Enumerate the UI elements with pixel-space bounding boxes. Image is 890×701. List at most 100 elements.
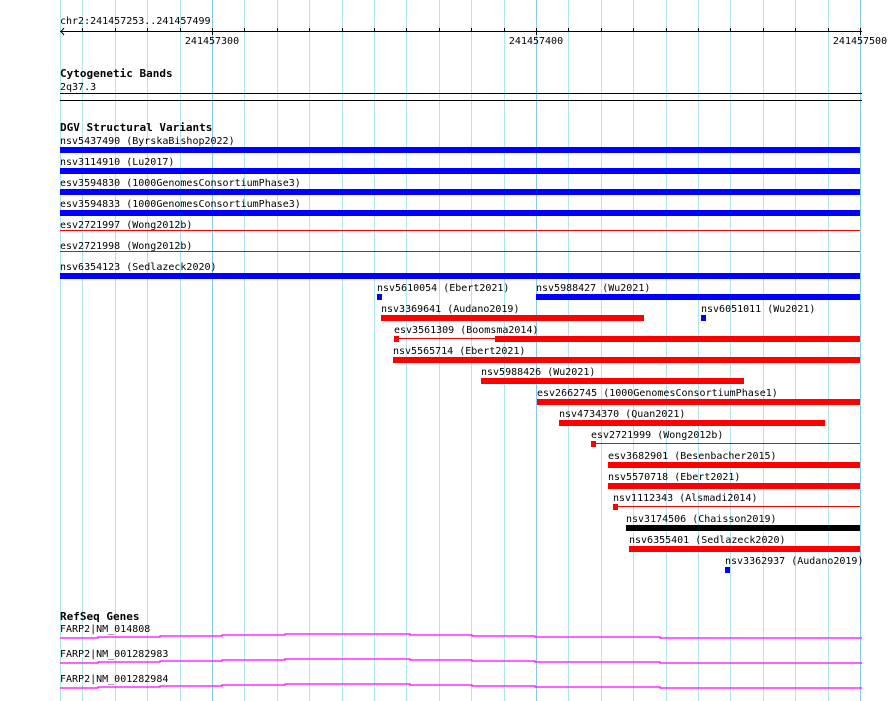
ruler-tick: [439, 28, 440, 32]
variant-bar[interactable]: [613, 504, 618, 510]
variant-label: nsv6354123 (Sedlazeck2020): [60, 262, 217, 273]
variant-bar[interactable]: [481, 378, 744, 384]
variant-connector[interactable]: [616, 506, 860, 507]
grid-line: [342, 0, 343, 701]
variant-label: nsv3369641 (Audano2019): [381, 304, 519, 315]
variant-feature[interactable]: esv3561309 (Boomsma2014): [394, 325, 860, 342]
ruler-tick: [374, 28, 375, 32]
grid-line: [633, 0, 634, 701]
variant-bar[interactable]: [608, 483, 860, 489]
grid-line: [730, 0, 731, 701]
variant-label: esv3594830 (1000GenomesConsortiumPhase3): [60, 178, 301, 189]
variant-feature[interactable]: esv2662745 (1000GenomesConsortiumPhase1): [537, 388, 860, 405]
variant-feature[interactable]: nsv5988426 (Wu2021): [481, 367, 744, 384]
variant-feature[interactable]: nsv3369641 (Audano2019): [381, 304, 644, 321]
variant-feature[interactable]: nsv6354123 (Sedlazeck2020): [60, 262, 860, 279]
variant-feature[interactable]: nsv5437490 (ByrskaBishop2022): [60, 136, 860, 153]
variant-feature[interactable]: esv2721998 (Wong2012b): [60, 241, 860, 252]
variant-label: esv2721999 (Wong2012b): [591, 430, 723, 441]
variant-label: esv3561309 (Boomsma2014): [394, 325, 539, 336]
ruler-tick: [504, 28, 505, 32]
variant-bar[interactable]: [495, 336, 860, 342]
variant-bar[interactable]: [381, 315, 644, 321]
variant-bar[interactable]: [60, 210, 860, 216]
variant-label: esv2721998 (Wong2012b): [60, 241, 192, 252]
ruler-tick: [601, 28, 602, 32]
grid-line: [60, 0, 61, 701]
variant-bar[interactable]: [725, 567, 730, 573]
variant-feature[interactable]: nsv3114910 (Lu2017): [60, 157, 860, 174]
variant-label: nsv3174506 (Chaisson2019): [626, 514, 777, 525]
grid-line: [277, 0, 278, 701]
cytogenetic-bands-track: Cytogenetic Bands 2q37.3: [60, 67, 862, 101]
grid-line: [406, 0, 407, 701]
left-arrow-icon[interactable]: [60, 27, 65, 36]
variant-feature[interactable]: nsv4734370 (Quan2021): [559, 409, 825, 426]
grid-line: [763, 0, 764, 701]
variant-connector[interactable]: [60, 230, 860, 231]
grid-line: [82, 0, 83, 701]
variant-connector[interactable]: [60, 251, 860, 252]
variant-connector[interactable]: [397, 338, 495, 339]
variant-feature[interactable]: esv3594833 (1000GenomesConsortiumPhase3): [60, 199, 860, 216]
variant-feature[interactable]: esv3682901 (Besenbacher2015): [608, 451, 860, 468]
variant-bar[interactable]: [608, 462, 860, 468]
variant-bar[interactable]: [377, 294, 382, 300]
ruler-tick-label: 241457300: [185, 36, 239, 47]
variant-feature[interactable]: nsv5988427 (Wu2021): [536, 283, 860, 300]
variant-bar[interactable]: [626, 525, 860, 531]
grid-line: [147, 0, 148, 701]
variant-connector[interactable]: [596, 443, 860, 444]
variant-label: nsv3114910 (Lu2017): [60, 157, 174, 168]
gene-model-line[interactable]: [60, 633, 862, 639]
gene-feature[interactable]: FARP2|NM_014808: [60, 624, 862, 639]
variant-bar[interactable]: [701, 315, 706, 321]
variant-feature[interactable]: nsv1112343 (Alsmadi2014): [613, 493, 860, 510]
variant-label: nsv1112343 (Alsmadi2014): [613, 493, 758, 504]
gene-label: FARP2|NM_001282984: [60, 674, 168, 685]
variant-feature[interactable]: esv2721999 (Wong2012b): [591, 430, 860, 447]
variant-feature[interactable]: nsv3174506 (Chaisson2019): [626, 514, 860, 531]
variant-bar[interactable]: [537, 399, 860, 405]
variant-feature[interactable]: nsv3362937 (Audano2019): [725, 556, 863, 573]
ruler-tick: [828, 28, 829, 32]
variant-feature[interactable]: nsv5570718 (Ebert2021): [608, 472, 860, 489]
variant-feature[interactable]: nsv6355401 (Sedlazeck2020): [629, 535, 860, 552]
ruler-tick: [698, 28, 699, 32]
variant-label: nsv6355401 (Sedlazeck2020): [629, 535, 786, 546]
cytoband-label[interactable]: 2q37.3: [60, 82, 96, 93]
variant-bar[interactable]: [394, 336, 399, 342]
variant-feature[interactable]: nsv6051011 (Wu2021): [701, 304, 815, 321]
variant-bar[interactable]: [60, 273, 860, 279]
variant-bar[interactable]: [60, 147, 860, 153]
variant-bar[interactable]: [591, 441, 596, 447]
ruler-tick: [568, 28, 569, 32]
major-grid-line: [212, 0, 213, 701]
gene-model-line[interactable]: [60, 683, 862, 689]
variant-label: nsv4734370 (Quan2021): [559, 409, 685, 420]
variant-bar[interactable]: [60, 168, 860, 174]
gene-label: FARP2|NM_001282983: [60, 649, 168, 660]
variant-bar[interactable]: [393, 357, 860, 363]
variant-bar[interactable]: [629, 546, 860, 552]
variant-label: nsv5988427 (Wu2021): [536, 283, 650, 294]
ruler-tick: [212, 28, 213, 35]
grid-line: [601, 0, 602, 701]
variant-feature[interactable]: nsv5565714 (Ebert2021): [393, 346, 860, 363]
variant-feature[interactable]: esv3594830 (1000GenomesConsortiumPhase3): [60, 178, 860, 195]
variant-label: esv2721997 (Wong2012b): [60, 220, 192, 231]
variant-bar[interactable]: [559, 420, 825, 426]
variant-feature[interactable]: nsv5610054 (Ebert2021): [377, 283, 509, 300]
variant-feature[interactable]: esv2721997 (Wong2012b): [60, 220, 860, 231]
gene-model-line[interactable]: [60, 658, 862, 664]
variant-bar[interactable]: [536, 294, 860, 300]
gene-feature[interactable]: FARP2|NM_001282983: [60, 649, 862, 664]
variant-label: esv2662745 (1000GenomesConsortiumPhase1): [537, 388, 778, 399]
variant-bar[interactable]: [60, 189, 860, 195]
grid-line: [115, 0, 116, 701]
cytoband-bar[interactable]: [60, 93, 862, 94]
ruler-tick: [342, 28, 343, 32]
gene-feature[interactable]: FARP2|NM_001282984: [60, 674, 862, 689]
